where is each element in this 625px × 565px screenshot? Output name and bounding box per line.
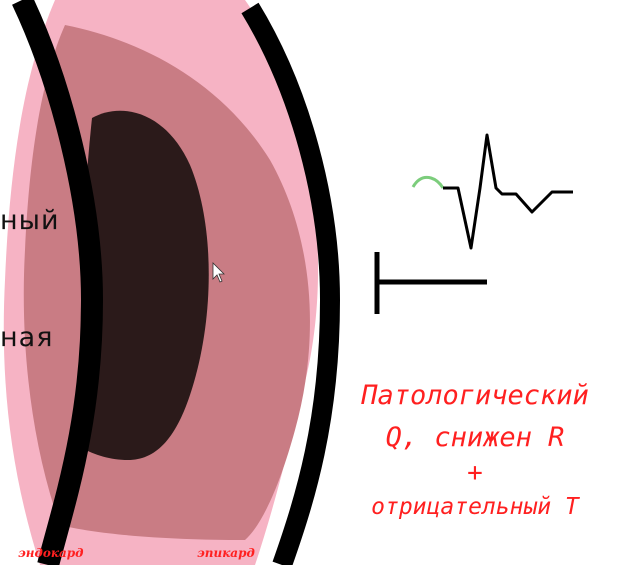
electrode-t-icon (374, 252, 487, 314)
finding-line-1: Патологический (361, 380, 589, 411)
necrosis-zone (80, 110, 209, 461)
label-left-top: ный (0, 205, 60, 236)
caption-epicardium: эпикард (197, 546, 255, 560)
label-left-bottom: ная (0, 322, 54, 353)
endocardium-border (12, 0, 104, 565)
ecg-complex (443, 133, 573, 250)
finding-line-2: Q, снижен R (385, 422, 565, 453)
finding-line-3: + (467, 458, 483, 488)
mouse-cursor-icon (212, 262, 225, 283)
finding-line-4: отрицательный T (371, 494, 579, 520)
ecg-p-wave (411, 175, 445, 189)
epicardium-border (241, 2, 341, 565)
caption-endocardium: эндокард (18, 546, 84, 560)
